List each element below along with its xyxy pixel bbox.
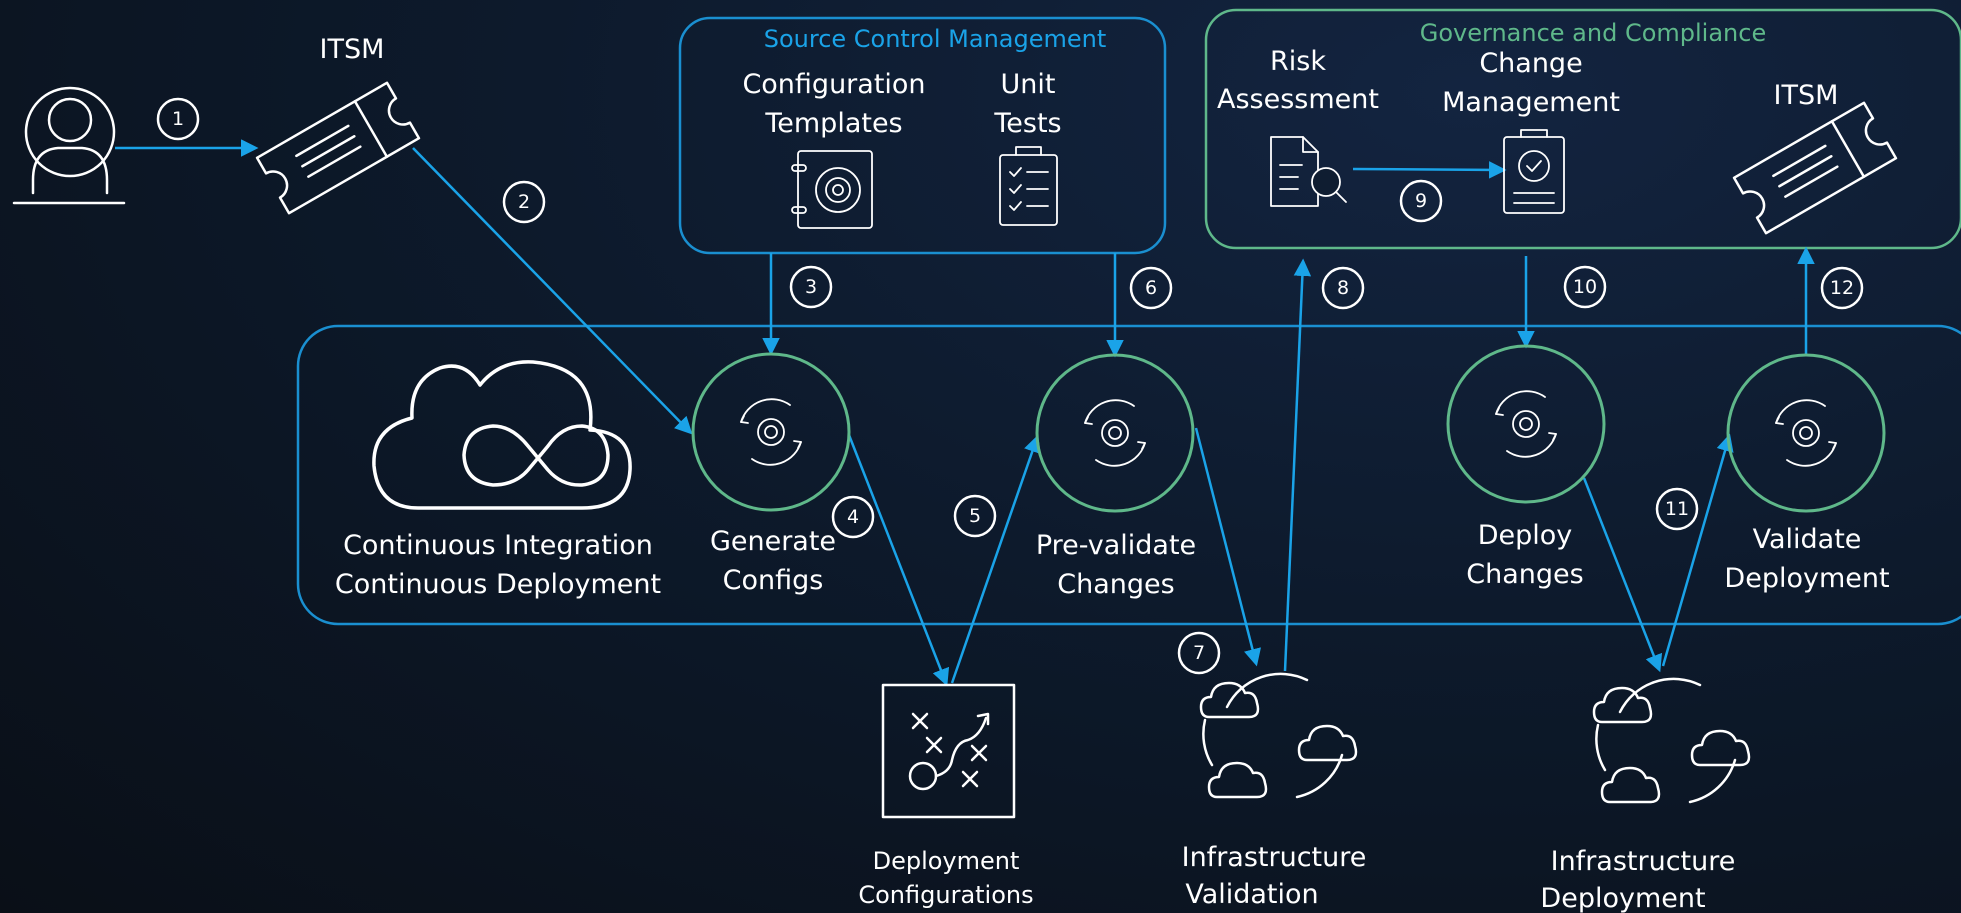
cloud-infinity-icon: [372, 360, 632, 510]
deploy-label-1: Deploy: [1478, 520, 1573, 551]
itsm-left-label: ITSM: [320, 34, 385, 65]
flow-arrows: [115, 139, 1815, 687]
validate-label-1: Validate: [1753, 524, 1862, 555]
step-badge-5: 5: [953, 494, 997, 538]
ticket-icon: [1732, 101, 1898, 235]
generate-label-2: Configs: [723, 565, 824, 596]
prevalidate-label-1: Pre-validate: [1036, 530, 1196, 561]
prevalidate-label-2: Changes: [1057, 569, 1174, 600]
svg-text:2: 2: [518, 191, 530, 213]
arrow-12a: [1661, 433, 1734, 667]
gear-sync-icon: [1775, 399, 1837, 467]
config-templates-label-1: Configuration: [742, 69, 925, 100]
gear-sync-icon: [740, 398, 802, 466]
step-badge-9: 9: [1399, 179, 1443, 223]
svg-text:3: 3: [805, 276, 817, 298]
infra-deployment-label-2: Deployment: [1540, 883, 1705, 913]
svg-text:10: 10: [1573, 276, 1597, 298]
strategy-board-icon: [881, 683, 1016, 819]
deployment-configs-label-1: Deployment: [873, 847, 1020, 875]
clipboard-check-icon: [1503, 129, 1565, 214]
arrow-7: [1194, 427, 1262, 667]
step-badge-6: 6: [1129, 266, 1173, 310]
arrow-5: [950, 434, 1041, 684]
unit-tests-label-1: Unit: [1001, 69, 1056, 100]
unit-tests-label-2: Tests: [993, 108, 1061, 139]
step-badge-10: 10: [1563, 265, 1607, 309]
svg-text:11: 11: [1665, 498, 1689, 520]
step-badge-8: 8: [1321, 266, 1365, 310]
step-badge-4: 4: [831, 495, 875, 539]
gear-sync-icon: [1495, 390, 1557, 458]
step-badge-7: 7: [1177, 631, 1221, 675]
checklist-icon: [999, 146, 1058, 226]
generate-label-1: Generate: [710, 526, 836, 557]
svg-text:5: 5: [969, 505, 981, 527]
multi-cloud-icon: [1199, 672, 1358, 799]
step-badge-2: 2: [502, 180, 546, 224]
risk-label-1: Risk: [1270, 46, 1326, 77]
gear-sync-icon: [1084, 399, 1146, 467]
svg-text:9: 9: [1415, 190, 1427, 212]
risk-doc-search-icon: [1270, 136, 1347, 207]
svg-text:1: 1: [172, 108, 184, 130]
deploy-label-2: Changes: [1466, 559, 1583, 590]
step-badge-12: 12: [1820, 266, 1864, 310]
config-template-icon: [791, 150, 873, 229]
itsm-right-label: ITSM: [1774, 80, 1839, 111]
source-control-box: [678, 16, 1167, 255]
step-badge-11: 11: [1655, 487, 1699, 531]
source-control-title: Source Control Management: [764, 25, 1107, 53]
step-badges: 1 2 3 4 5 6 7 8 9 10 11 12: [156, 97, 1864, 675]
user-icon: [12, 86, 126, 205]
governance-title: Governance and Compliance: [1420, 19, 1766, 47]
multi-cloud-icon: [1592, 677, 1751, 804]
step-badge-1: 1: [156, 97, 200, 141]
svg-text:8: 8: [1337, 277, 1349, 299]
infra-validation-label-2: Validation: [1185, 879, 1318, 910]
svg-text:6: 6: [1145, 277, 1157, 299]
svg-text:12: 12: [1830, 277, 1854, 299]
arrow-9: [1352, 161, 1507, 179]
governance-box: [1204, 8, 1961, 250]
deploy-changes-node: [1446, 344, 1606, 504]
generate-configs-node: [691, 352, 851, 512]
infra-validation-label-1: Infrastructure: [1182, 842, 1367, 873]
prevalidate-node: [1035, 353, 1195, 513]
ticket-icon: [255, 81, 421, 215]
arrow-8: [1283, 258, 1312, 672]
svg-text:7: 7: [1193, 642, 1205, 664]
change-label-1: Change: [1479, 48, 1582, 79]
arrow-4: [847, 434, 950, 687]
risk-label-2: Assessment: [1217, 84, 1379, 115]
validate-deployment-node: [1726, 353, 1886, 513]
validate-label-2: Deployment: [1724, 563, 1889, 594]
cicd-label-2: Continuous Deployment: [335, 569, 661, 600]
cicd-box: [296, 324, 1961, 626]
arrow-2: [412, 147, 693, 435]
config-templates-label-2: Templates: [764, 108, 902, 139]
cicd-label-1: Continuous Integration: [343, 530, 653, 561]
infra-deployment-label-1: Infrastructure: [1551, 846, 1736, 877]
arrow-11: [1582, 477, 1663, 673]
svg-text:4: 4: [847, 506, 859, 528]
step-badge-3: 3: [789, 265, 833, 309]
deployment-configs-label-2: Configurations: [858, 881, 1033, 909]
change-label-2: Management: [1442, 87, 1620, 118]
